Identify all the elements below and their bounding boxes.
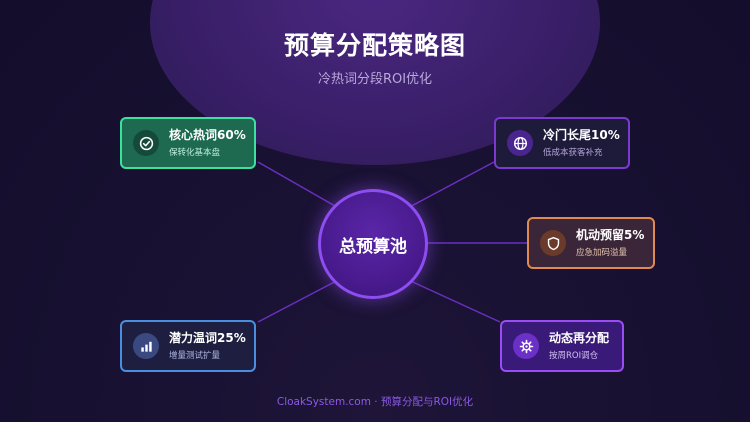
node-flex-reserve: 机动预留5% 应急加码溢量 [527,217,655,269]
node-title: 机动预留5% [576,227,645,242]
node-subtitle: 增量测试扩量 [169,350,221,361]
hub-label: 总预算池 [339,236,407,257]
gear-icon [513,333,539,359]
bar-chart-icon [133,333,159,359]
node-title: 潜力温词25% [169,330,246,345]
node-core-keywords: 核心热词60% 保转化基本盘 [120,117,256,169]
node-dynamic-realloc: 动态再分配 按周ROI调仓 [500,320,624,372]
globe-icon [507,130,533,156]
connector-cold [403,161,495,211]
connector-warm [257,277,343,323]
node-title: 核心热词60% [169,127,246,142]
footer-credit: CloakSystem.com · 预算分配与ROI优化 [276,396,474,408]
budget-pool-hub: 总预算池 [318,189,428,299]
connector-core [257,161,343,211]
node-cold-longtail: 冷门长尾10% 低成本获客补充 [494,117,630,169]
node-title: 动态再分配 [549,330,610,345]
shield-icon [540,230,566,256]
node-title: 冷门长尾10% [543,127,620,142]
diagram-title: 预算分配策略图 [283,31,466,60]
node-subtitle: 应急加码溢量 [576,247,628,258]
connector-realloc [403,277,501,323]
check-circle-icon [133,130,159,156]
diagram-subtitle: 冷热词分段ROI优化 [317,72,433,87]
node-subtitle: 低成本获客补充 [543,147,603,158]
node-subtitle: 保转化基本盘 [169,147,221,158]
node-warm-potential: 潜力温词25% 增量测试扩量 [120,320,256,372]
node-subtitle: 按周ROI调仓 [549,350,599,361]
